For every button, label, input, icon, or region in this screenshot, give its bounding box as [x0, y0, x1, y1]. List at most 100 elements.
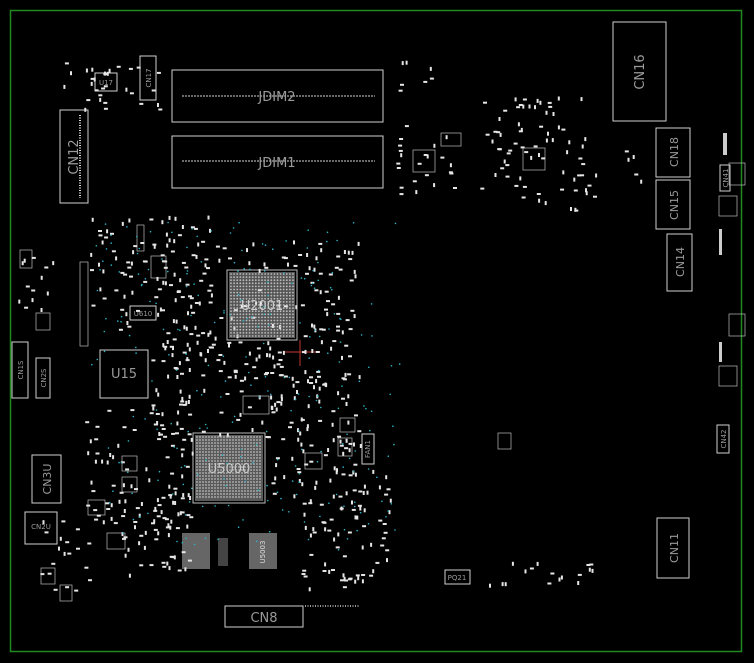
bga-ball-u2001 — [239, 310, 242, 313]
bga-ball-u2001 — [242, 325, 245, 328]
via — [120, 461, 123, 464]
bga-ball-u2001 — [236, 307, 239, 309]
via — [105, 317, 107, 320]
chip-pq21[interactable]: PQ21 — [444, 569, 471, 585]
connector-cn16[interactable]: CN16 — [612, 21, 667, 122]
smd-pad — [63, 84, 66, 89]
smd-pad — [112, 455, 115, 460]
bga-ball-u2001 — [258, 328, 260, 331]
smd-pad — [385, 549, 390, 552]
connector-cn42[interactable]: CN42 — [716, 424, 730, 454]
bga-ball-u2001 — [254, 288, 257, 291]
smd-pad — [188, 394, 191, 399]
dimm-slot-jdim1[interactable]: JDIM1 — [171, 135, 384, 189]
bga-ball-u5000 — [238, 436, 240, 438]
bga-ball-u2001 — [267, 297, 270, 300]
bga-ball-u5000 — [247, 436, 249, 438]
bga-ball-u2001 — [273, 273, 276, 275]
bga-ball-u5000 — [241, 472, 243, 474]
connector-cn18[interactable]: CN18 — [655, 127, 691, 178]
chip-u5001[interactable] — [218, 538, 228, 566]
bga-ball-u5000 — [256, 442, 258, 444]
smd-pad — [99, 287, 102, 292]
chip-u5003[interactable]: U5003 — [249, 533, 277, 569]
bga-ball-u5000 — [220, 439, 222, 441]
smd-pad — [354, 274, 357, 279]
smd-pad — [40, 275, 43, 280]
bga-ball-u5000 — [202, 460, 204, 462]
smd-pad — [180, 497, 185, 500]
via — [265, 430, 268, 433]
smd-pad — [311, 323, 313, 328]
u17-label: U17 — [99, 79, 113, 87]
bga-ball-u5000 — [196, 496, 198, 498]
smd-pad — [318, 242, 323, 245]
via — [207, 364, 210, 367]
smd-pad — [355, 574, 360, 577]
connector-cn1s[interactable]: CN1S — [11, 341, 29, 399]
smd-pad — [180, 400, 185, 403]
connector-fan1[interactable]: FAN1 — [361, 433, 375, 465]
bga-ball-u5000 — [235, 496, 237, 498]
dimm-slot-jdim2[interactable]: JDIM2 — [171, 69, 384, 123]
smd-pad — [233, 369, 238, 372]
smd-pad — [319, 290, 322, 295]
bga-ball-u2001 — [270, 332, 273, 334]
connector-cn11[interactable]: CN11 — [656, 517, 690, 579]
smd-pad — [177, 410, 180, 415]
via — [190, 314, 192, 317]
bga-ball-u5000 — [247, 481, 249, 483]
connector-cn17[interactable]: CN17 — [139, 55, 157, 101]
via — [237, 526, 240, 528]
bga-ball-u5000 — [253, 466, 255, 468]
bga-ball-u2001 — [245, 304, 248, 306]
bga-ball-u5000 — [226, 442, 228, 444]
connector-cn2s[interactable]: CN2S — [35, 357, 51, 399]
via — [137, 273, 140, 275]
via — [368, 366, 370, 369]
bga-ball-u2001 — [245, 285, 248, 288]
bga-ball-u2001 — [276, 291, 279, 294]
smd-pad — [94, 89, 99, 92]
bga-ball-u5000 — [241, 460, 243, 462]
via — [264, 376, 267, 378]
bga-ball-u5000 — [223, 487, 225, 489]
bga-ball-u2001 — [276, 313, 279, 316]
bga-ball-u2001 — [248, 285, 251, 288]
bga-ball-u2001 — [282, 335, 285, 337]
chip-u17[interactable]: U17 — [94, 72, 118, 92]
bga-ball-u2001 — [270, 301, 273, 303]
smd-pad — [520, 127, 523, 132]
connector-cn15[interactable]: CN15 — [655, 179, 691, 230]
connector-cn2u[interactable]: CN2U — [24, 511, 58, 545]
bga-ball-u2001 — [261, 322, 263, 325]
via — [376, 476, 378, 479]
chip-u610[interactable]: U610 — [129, 305, 157, 321]
bga-ball-u5000 — [217, 481, 219, 483]
connector-cn14[interactable]: CN14 — [666, 233, 693, 292]
smd-pad — [233, 326, 236, 331]
bga-ball-u2001 — [251, 297, 254, 300]
bga-ball-u2001 — [245, 307, 248, 309]
connector-cn12[interactable]: CN12 — [59, 109, 89, 204]
connector-cn41[interactable]: CN41 — [719, 164, 731, 192]
bga-ball-u5000 — [196, 457, 198, 459]
bga-ball-u2001 — [282, 297, 285, 300]
via — [263, 313, 266, 316]
bga-ball-u5000 — [223, 469, 225, 471]
bga-ball-u5000 — [238, 457, 240, 459]
smd-pad — [334, 266, 339, 269]
smd-pad — [363, 508, 366, 513]
smd-pad — [25, 285, 30, 288]
smd-pad — [151, 359, 156, 362]
smd-pad — [87, 542, 92, 545]
via — [333, 313, 336, 315]
smd-pad — [302, 502, 307, 505]
smd-pad — [504, 582, 507, 587]
bga-ball-u5000 — [211, 439, 213, 441]
chip-u15[interactable]: U15 — [99, 349, 149, 399]
bga-ball-u5000 — [247, 451, 249, 453]
connector-cn8[interactable]: CN8 — [224, 605, 304, 628]
connector-cn3u[interactable]: CN3U — [31, 454, 62, 504]
bga-ball-u2001 — [242, 307, 245, 309]
